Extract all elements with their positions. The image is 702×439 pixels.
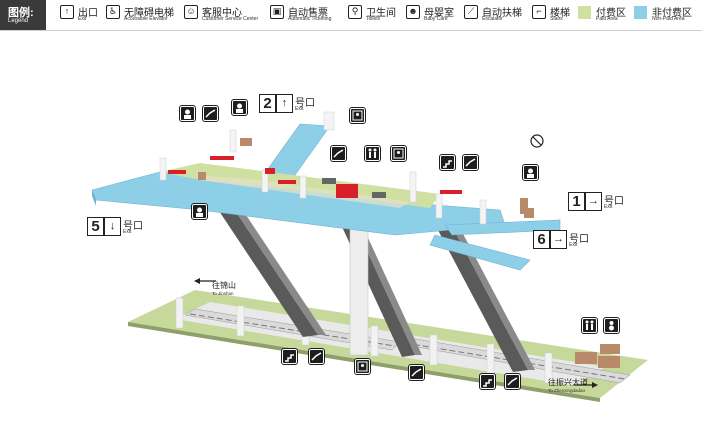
exit-label-en: Exit [569,242,578,248]
legend-label-en: Automatic Ticketing [288,16,332,22]
exit-number: 1 [568,192,585,211]
legend-label-en: Baby Care [424,16,448,22]
direction-arrows [194,278,598,388]
station-diagram: 2 ↑ 号口 Exit 1 → 号口 Exit 6 → 号口 Exit 5 ↓ … [0,30,702,439]
fare-gates [168,156,462,198]
customer-service-icon [179,105,196,122]
toilet-icon [581,317,598,334]
legend-label: 付费区 [596,8,626,19]
accessible-elevator-icon [390,145,407,162]
exit-6-passage [429,234,531,271]
legend-label: 客服中心 [202,8,242,19]
escalator-icon [330,145,347,162]
direction-zhenxingdadao: 往振兴大道 To Zhenxingdadao [548,377,588,393]
stairs-icon: ⌐ [532,5,546,19]
exit-label-cn: 号口 [569,234,589,245]
legend-title-en: Legend [8,18,29,24]
exit-arrow-up-icon: ↑ [276,94,293,113]
escalator-icon [202,105,219,122]
non-paid-area-swatch [634,6,647,19]
legend-title-cn: 图例: [8,7,34,19]
exit-label-cn: 号口 [604,196,624,207]
escalator-icon [408,364,425,381]
escalator-icon [504,373,521,390]
exit-label-en: Exit [123,229,132,235]
exit-label-en: Exit [604,204,613,210]
escalator-icon [308,348,325,365]
accessible-elevator-icon [349,107,366,124]
exit-label-cn: 号口 [295,98,315,109]
legend-label-en: Exit [78,16,87,22]
stairs-icon [281,348,298,365]
no-entry-sign [530,134,544,148]
legend-bar: 图例: Legend ↑ 出口 Exit ♿ 无障碍电梯 Accessible … [0,0,702,31]
stairs-icon [439,154,456,171]
ticketing-icon: ▣ [270,5,284,19]
legend-label: 出口 [78,8,98,19]
legend-label: 卫生间 [366,8,396,19]
direction-label-en: To Jinshan [212,291,234,296]
customer-service-icon: ☺ [184,5,198,19]
accessible-elevator-icon [354,358,371,375]
exit-number: 6 [533,230,550,249]
baby-care-icon [603,317,620,334]
legend-title: 图例: Legend [0,0,46,30]
legend-label-en: Customer Service Center [202,16,259,22]
direction-jinshan: 往锦山 To Jinshan [212,280,236,296]
platform-rooms [575,344,620,368]
accessible-elevator-icon: ♿ [106,5,120,19]
customer-service-icon [522,164,539,181]
direction-label-cn: 往振兴大道 [548,378,588,387]
exit-label-en: Exit [295,106,304,112]
escalator-icon [462,154,479,171]
toilet-icon [364,145,381,162]
legend-label: 无障碍电梯 [124,8,174,19]
customer-service-icon [231,99,248,116]
paid-area-swatch [578,6,591,19]
direction-label-cn: 往锦山 [212,281,236,290]
legend-label: 母婴室 [424,8,454,19]
exit-icon: ↑ [60,5,74,19]
exit-arrow-down-icon: ↓ [104,217,121,236]
baby-care-icon: ☻ [406,5,420,19]
exit-label-cn: 号口 [123,221,143,232]
toilet-icon: ⚲ [348,5,362,19]
legend-label-en: Paid Area [596,16,618,22]
legend-label-en: Stairs [550,16,563,22]
legend-label-en: Escalator [482,16,503,22]
legend-label: 非付费区 [652,8,692,19]
legend-label-en: Toilets [366,16,381,22]
direction-label-en: To Zhenxingdadao [548,388,586,393]
concourse-rooms [198,138,534,218]
legend-label-en: Accessible Elevator [124,16,168,22]
escalator-icon: ⟋ [464,5,478,19]
customer-service-icon [191,203,208,220]
exit-arrow-right-icon: → [585,192,602,211]
concourse-pillars [159,111,487,225]
legend-label-en: Non-Paid Area [652,16,685,22]
legend-label: 自动售票 [288,8,328,19]
ticket-machines [322,178,386,198]
legend-label: 楼梯 [550,8,570,19]
exit-number: 5 [87,217,104,236]
exit-arrow-right-icon: → [550,230,567,249]
legend-label: 自动扶梯 [482,8,522,19]
exit-number: 2 [259,94,276,113]
stairs-icon [479,373,496,390]
